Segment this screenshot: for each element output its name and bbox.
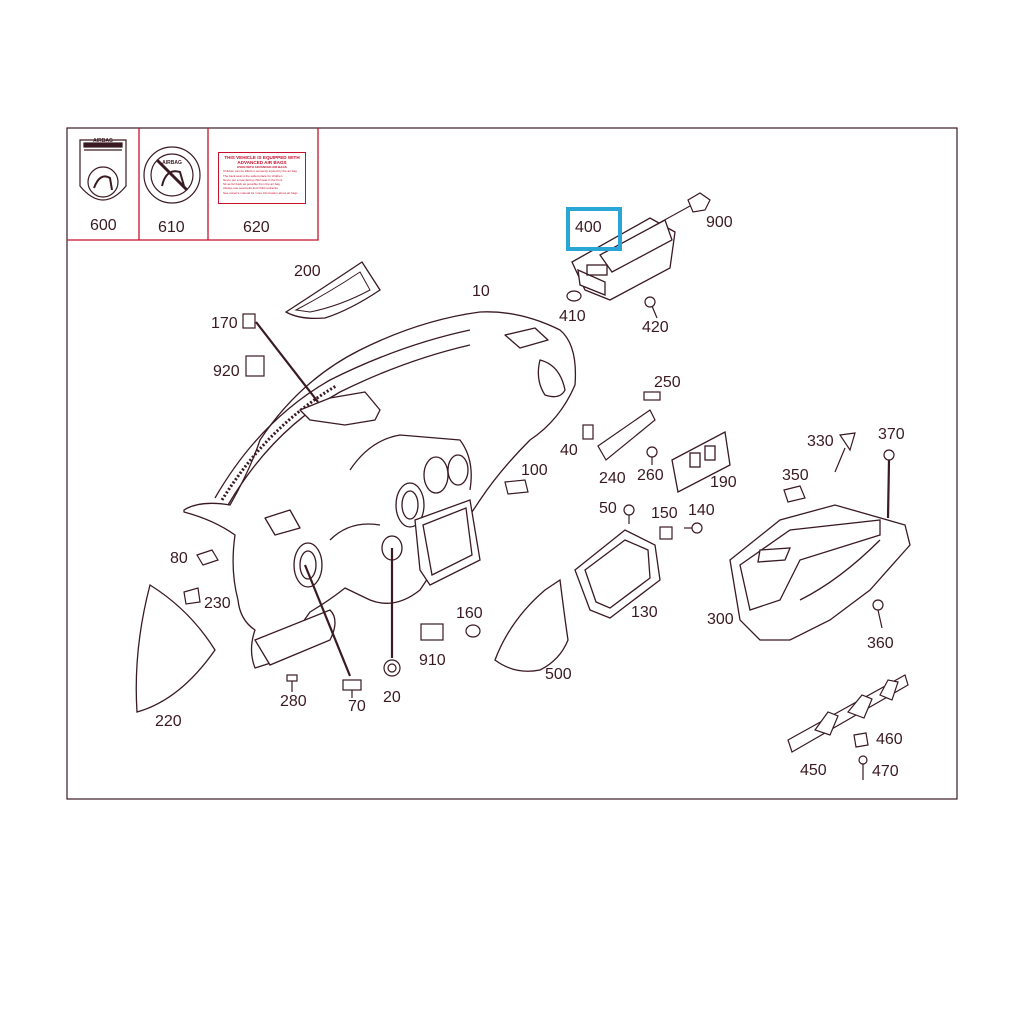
callout-400[interactable]: 400: [575, 219, 602, 236]
label-600-caption: AIRBAG: [93, 138, 113, 144]
warning-label-line: The back seat is the safest place for ch…: [223, 173, 283, 178]
warning-label-line: Always use seat belts and child restrain…: [223, 186, 278, 191]
callout-620[interactable]: 620: [243, 219, 270, 236]
bracket-450: [787, 674, 909, 753]
callout-170[interactable]: 170: [211, 315, 238, 332]
callout-200[interactable]: 200: [294, 263, 321, 280]
airbag-module-400: [571, 217, 676, 301]
callout-250[interactable]: 250: [654, 374, 681, 391]
callout-460[interactable]: 460: [876, 731, 903, 748]
no-rear-facing-child-seat-icon: [143, 146, 201, 204]
airbag-warning-label-620: THIS VEHICLE IS EQUIPPED WITH ADVANCED A…: [218, 152, 306, 204]
warning-label-line: Never put a rear-facing child seat in th…: [223, 177, 283, 182]
callout-360[interactable]: 360: [867, 635, 894, 652]
callout-370[interactable]: 370: [878, 426, 905, 443]
diagram-frame: [66, 127, 958, 800]
side-panel-500: [494, 578, 569, 672]
callout-150[interactable]: 150: [651, 505, 678, 522]
callout-190[interactable]: 190: [710, 474, 737, 491]
end-cover-220: [135, 583, 216, 713]
glovebox-300: [729, 504, 911, 641]
callout-280[interactable]: 280: [280, 693, 307, 710]
callout-40[interactable]: 40: [560, 442, 578, 459]
callout-470[interactable]: 470: [872, 763, 899, 780]
dashboard-carrier: [183, 311, 577, 669]
callout-20[interactable]: 20: [383, 689, 401, 706]
warning-label-line: Sit as far back as possible from the air…: [223, 182, 280, 187]
label-900: [687, 192, 711, 213]
callout-410[interactable]: 410: [559, 308, 586, 325]
label-610-caption: AIRBAG: [162, 160, 182, 166]
callout-140[interactable]: 140: [688, 502, 715, 519]
callout-330[interactable]: 330: [807, 433, 834, 450]
callout-450[interactable]: 450: [800, 762, 827, 779]
callout-50[interactable]: 50: [599, 500, 617, 517]
callout-420[interactable]: 420: [642, 319, 669, 336]
callout-610[interactable]: 610: [158, 219, 185, 236]
trim-frame-130: [574, 529, 661, 619]
callout-70[interactable]: 70: [348, 698, 366, 715]
callout-100[interactable]: 100: [521, 462, 548, 479]
callout-350[interactable]: 350: [782, 467, 809, 484]
callout-10[interactable]: 10: [472, 283, 490, 300]
callout-910[interactable]: 910: [419, 652, 446, 669]
callout-600[interactable]: 600: [90, 217, 117, 234]
switch-panel-190: [671, 430, 731, 493]
callout-260[interactable]: 260: [637, 467, 664, 484]
warning-label-line: See owner's manual for more information …: [223, 190, 298, 195]
callout-240[interactable]: 240: [599, 470, 626, 487]
warning-label-subtitle: EVEN WITH ADVANCED AIR BAGS: [237, 165, 287, 169]
callout-900[interactable]: 900: [706, 214, 733, 231]
label-strip-frame: [67, 128, 319, 241]
warning-label-line: Children can be killed or seriously inju…: [223, 169, 297, 174]
lower-panel: [254, 609, 336, 666]
callout-920[interactable]: 920: [213, 363, 240, 380]
hardware-parts: [183, 290, 895, 780]
selected-part-highlight: [566, 207, 622, 251]
warning-label-title: THIS VEHICLE IS EQUIPPED WITH ADVANCED A…: [224, 155, 300, 165]
callout-80[interactable]: 80: [170, 550, 188, 567]
leader-lines: [255, 321, 891, 677]
callout-300[interactable]: 300: [707, 611, 734, 628]
callout-130[interactable]: 130: [631, 604, 658, 621]
callout-500[interactable]: 500: [545, 666, 572, 683]
upper-trim-200: [284, 261, 381, 320]
callout-160[interactable]: 160: [456, 605, 483, 622]
callout-230[interactable]: 230: [204, 595, 231, 612]
center-console-vents: [293, 454, 481, 588]
callout-220[interactable]: 220: [155, 713, 182, 730]
airbag-child-seat-warning-icon: [79, 139, 127, 201]
